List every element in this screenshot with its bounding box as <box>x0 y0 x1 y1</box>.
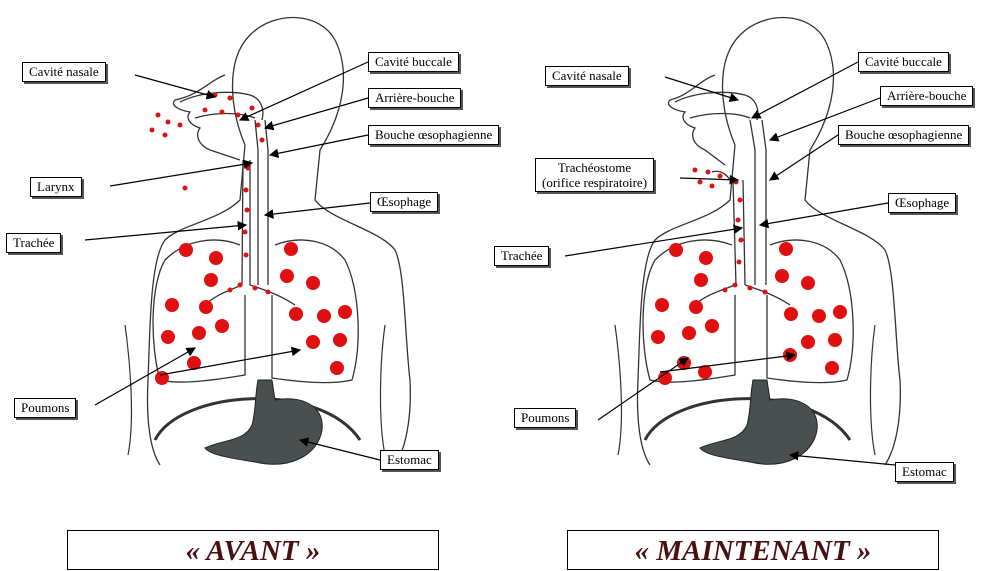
label-arriere-bouche-after: Arrière-bouche <box>880 86 973 106</box>
label-trachee-after: Trachée <box>494 246 549 266</box>
label-estomac-before: Estomac <box>380 450 439 470</box>
air-dots-after <box>651 168 847 386</box>
label-bouche-oesophagienne-before: Bouche œsophagienne <box>368 125 499 145</box>
label-estomac-after: Estomac <box>895 462 954 482</box>
label-cavite-buccale-before: Cavité buccale <box>368 52 459 72</box>
figure-before <box>148 18 411 465</box>
air-dots-before <box>150 93 353 386</box>
label-tracheostome-line2: (orifice respiratoire) <box>542 175 647 190</box>
label-larynx-before: Larynx <box>30 177 82 197</box>
label-cavite-nasale-after: Cavité nasale <box>545 66 629 86</box>
label-oesophage-after: Œsophage <box>888 193 956 213</box>
label-arriere-bouche-before: Arrière-bouche <box>368 88 461 108</box>
label-poumons-after: Poumons <box>514 408 576 428</box>
caption-before: « AVANT » <box>67 530 439 570</box>
body-outline-before <box>148 18 411 465</box>
label-oesophage-before: Œsophage <box>370 192 438 212</box>
caption-after: « MAINTENANT » <box>567 530 939 570</box>
label-tracheostome-after: Trachéostome (orifice respiratoire) <box>535 158 654 192</box>
label-cavite-nasale-before: Cavité nasale <box>22 62 106 82</box>
label-poumons-before: Poumons <box>14 398 76 418</box>
label-bouche-oesophagienne-after: Bouche œsophagienne <box>838 125 969 145</box>
face-profile-after <box>668 75 725 165</box>
label-trachee-before: Trachée <box>6 233 61 253</box>
stomach-after <box>700 380 817 464</box>
label-cavite-buccale-after: Cavité buccale <box>858 52 949 72</box>
stomach-before <box>205 380 322 464</box>
label-tracheostome-line1: Trachéostome <box>542 160 647 175</box>
